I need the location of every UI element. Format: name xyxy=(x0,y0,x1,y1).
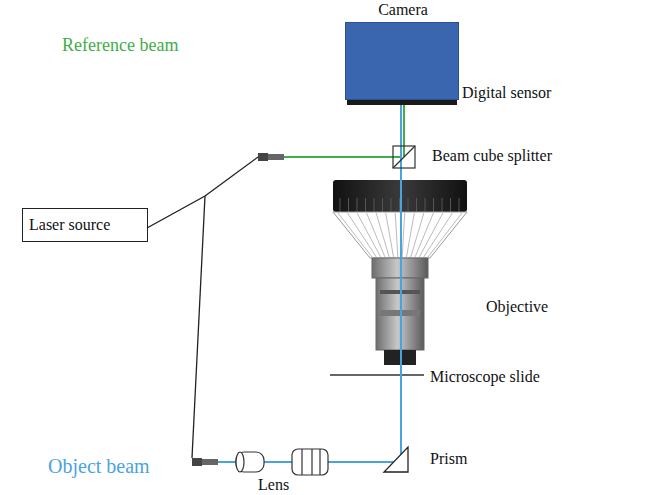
fiber-connector xyxy=(258,153,284,161)
reference-beam xyxy=(284,104,404,157)
beam-splitter xyxy=(393,146,415,168)
part-label: Prism xyxy=(430,450,467,468)
object-beam xyxy=(218,104,401,462)
microscope-slide xyxy=(330,374,424,375)
optical-fiber xyxy=(147,157,258,458)
part-label: Objective xyxy=(486,298,548,316)
part-label: Digital sensor xyxy=(462,84,551,102)
part-label: Beam cube splitter xyxy=(432,147,552,165)
node-label: Camera xyxy=(378,1,428,19)
part-label: Microscope slide xyxy=(430,368,540,386)
beam-label: Reference beam xyxy=(62,36,178,56)
lens xyxy=(236,449,328,475)
camera-box: Camera xyxy=(345,22,459,100)
beam-label: Object beam xyxy=(48,455,150,477)
laser-box: Laser source xyxy=(22,208,148,242)
fiber-connector xyxy=(192,458,218,466)
node-label: Laser source xyxy=(29,216,110,234)
prism xyxy=(384,447,408,472)
part-label: Lens xyxy=(258,476,289,494)
